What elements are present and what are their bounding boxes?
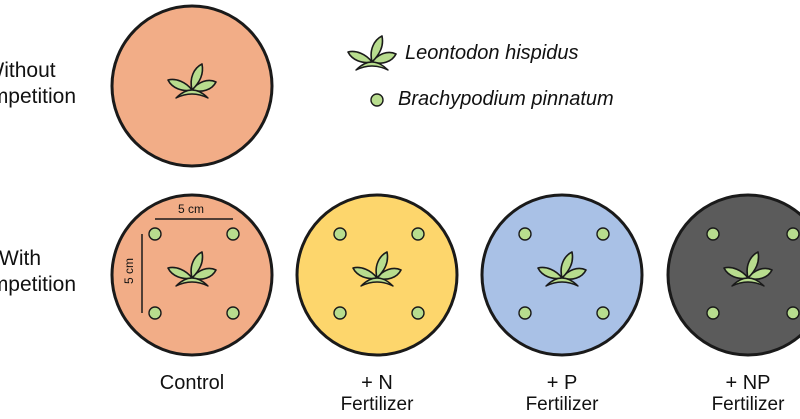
treatment-name: + NP — [725, 372, 771, 394]
treatment-name: Control — [159, 372, 225, 394]
pot-control — [110, 193, 274, 357]
brachypodium-dot-icon — [411, 227, 425, 241]
brachypodium-dot-icon — [596, 227, 610, 241]
treatment-name: + P — [546, 372, 578, 394]
brachypodium-dot-icon — [226, 227, 240, 241]
row-label-line: Competition — [0, 273, 77, 296]
brachypodium-dot-icon — [706, 227, 720, 241]
row-label-without-competition: Without Competition — [0, 58, 90, 110]
brachypodium-dot-icon — [148, 306, 162, 320]
treatment-subtitle: Fertilizer — [340, 394, 414, 415]
legend-leontodon-label: Leontodon hispidus — [405, 42, 579, 64]
treatment-label-control: Control — [112, 372, 272, 394]
brachypodium-dot-icon — [706, 306, 720, 320]
legend — [347, 35, 397, 107]
pot-plus-p — [480, 193, 644, 357]
dimension-label-vertical: 5 cm — [122, 257, 137, 285]
pot-without-competition — [110, 4, 274, 168]
brachypodium-dot-icon — [411, 306, 425, 320]
row-label-line: Without — [0, 59, 56, 82]
legend-brachypodium-label: Brachypodium pinnatum — [398, 88, 614, 110]
brachypodium-dot-icon — [596, 306, 610, 320]
dimension-label-horizontal: 5 cm — [178, 202, 205, 216]
treatment-label-plus-p: + P Fertilizer — [482, 372, 642, 416]
brachypodium-dot-icon — [226, 306, 240, 320]
treatment-name: + N — [361, 372, 393, 394]
treatment-label-plus-n: + N Fertilizer — [297, 372, 457, 416]
leontodon-seedling-icon — [347, 35, 397, 71]
brachypodium-dot-icon — [786, 227, 800, 241]
brachypodium-dot-icon — [148, 227, 162, 241]
brachypodium-dot-icon — [786, 306, 800, 320]
treatment-subtitle: Fertilizer — [711, 394, 785, 415]
brachypodium-dot-icon — [518, 227, 532, 241]
treatment-label-plus-np: + NP Fertilizer — [668, 372, 800, 416]
brachypodium-dot-icon — [333, 227, 347, 241]
row-label-line: With — [0, 247, 41, 270]
row-label-line: Competition — [0, 85, 77, 108]
pot-plus-n — [295, 193, 459, 357]
brachypodium-dot-icon — [518, 306, 532, 320]
row-label-with-competition: With Competition — [0, 246, 90, 298]
treatment-subtitle: Fertilizer — [525, 394, 599, 415]
brachypodium-dot-icon — [333, 306, 347, 320]
brachypodium-dot-icon — [370, 93, 384, 107]
pot-plus-np — [666, 193, 800, 357]
